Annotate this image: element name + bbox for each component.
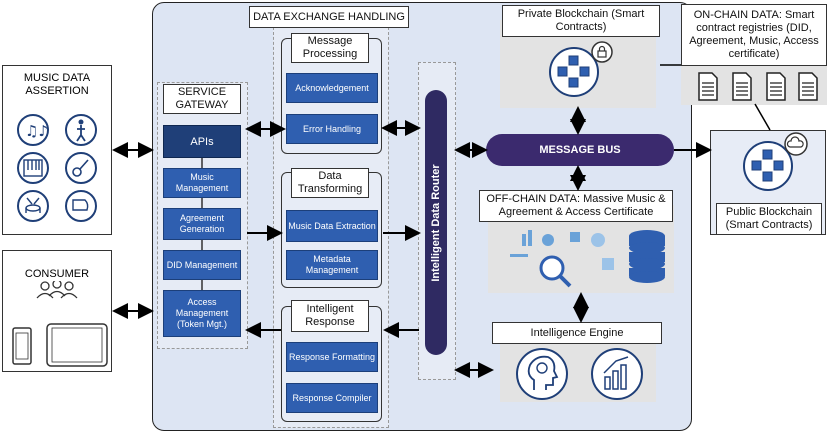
- guitar-icon: [65, 152, 97, 184]
- public-blockchain-icon: [743, 132, 808, 191]
- music-management-button[interactable]: Music Management: [163, 168, 241, 198]
- database-icon: [629, 230, 665, 283]
- gateway-connector: [201, 158, 203, 290]
- growth-chart-icon: [591, 348, 643, 400]
- music-notes-icon: ♫♪: [17, 114, 49, 146]
- svg-text:♫♪: ♫♪: [25, 122, 48, 140]
- message-processing-title: Message Processing: [291, 33, 369, 63]
- brain-head-icon: [516, 348, 568, 400]
- document-icons: [698, 72, 818, 101]
- service-gateway-title: SERVICE GATEWAY: [163, 84, 241, 114]
- intelligence-icons: [516, 348, 643, 400]
- metadata-management-button[interactable]: Metadata Management: [286, 250, 378, 280]
- document-icon: [698, 72, 818, 101]
- acknowledgement-button[interactable]: Acknowledgement: [286, 73, 378, 103]
- access-management-button[interactable]: Access Management (Token Mgt.): [163, 290, 241, 337]
- consumer-title: CONSUMER: [24, 268, 90, 280]
- grand-piano-icon: [65, 190, 97, 222]
- apis-button[interactable]: APIs: [163, 125, 241, 158]
- music-icons: ♫♪: [17, 114, 97, 222]
- did-management-button[interactable]: DID Management: [163, 250, 241, 280]
- message-bus: MESSAGE BUS: [486, 134, 674, 166]
- music-data-extraction-button[interactable]: Music Data Extraction: [286, 210, 378, 242]
- response-formatting-button[interactable]: Response Formatting: [286, 342, 378, 372]
- music-data-assertion-title: MUSIC DATA ASSERTION: [23, 72, 91, 97]
- analytics-icon: [510, 230, 614, 270]
- private-blockchain-title: Private Blockchain (Smart Contracts): [502, 5, 660, 37]
- consumer-icons: [12, 281, 108, 367]
- off-chain-title: OFF-CHAIN DATA: Massive Music & Agreemen…: [479, 190, 673, 222]
- public-blockchain-title: Public Blockchain (Smart Contracts): [716, 203, 822, 235]
- intelligent-response-title: Intelligent Response: [291, 300, 369, 332]
- off-chain-illustration: [510, 230, 665, 288]
- piano-keys-icon: [17, 152, 49, 184]
- intelligent-data-router: Intelligent Data Router: [425, 90, 447, 355]
- tablet-icon: [46, 323, 108, 367]
- phone-icon: [12, 327, 32, 365]
- consumer-panel: CONSUMER: [2, 250, 112, 372]
- data-exchange-title: DATA EXCHANGE HANDLING: [249, 6, 409, 28]
- data-transforming-title: Data Transforming: [291, 168, 369, 198]
- magnifier-icon: [539, 255, 572, 288]
- agreement-generation-button[interactable]: Agreement Generation: [163, 208, 241, 240]
- response-compiler-button[interactable]: Response Compiler: [286, 383, 378, 413]
- intelligence-engine-title: Intelligence Engine: [492, 322, 662, 344]
- on-chain-title: ON-CHAIN DATA: Smart contract registries…: [681, 4, 827, 66]
- drum-icon: [17, 190, 49, 222]
- private-blockchain-icon: [549, 41, 613, 97]
- users-icon: [36, 281, 78, 299]
- performer-icon: [65, 114, 97, 146]
- error-handling-button[interactable]: Error Handling: [286, 114, 378, 144]
- music-data-assertion-panel: MUSIC DATA ASSERTION ♫♪: [2, 65, 112, 235]
